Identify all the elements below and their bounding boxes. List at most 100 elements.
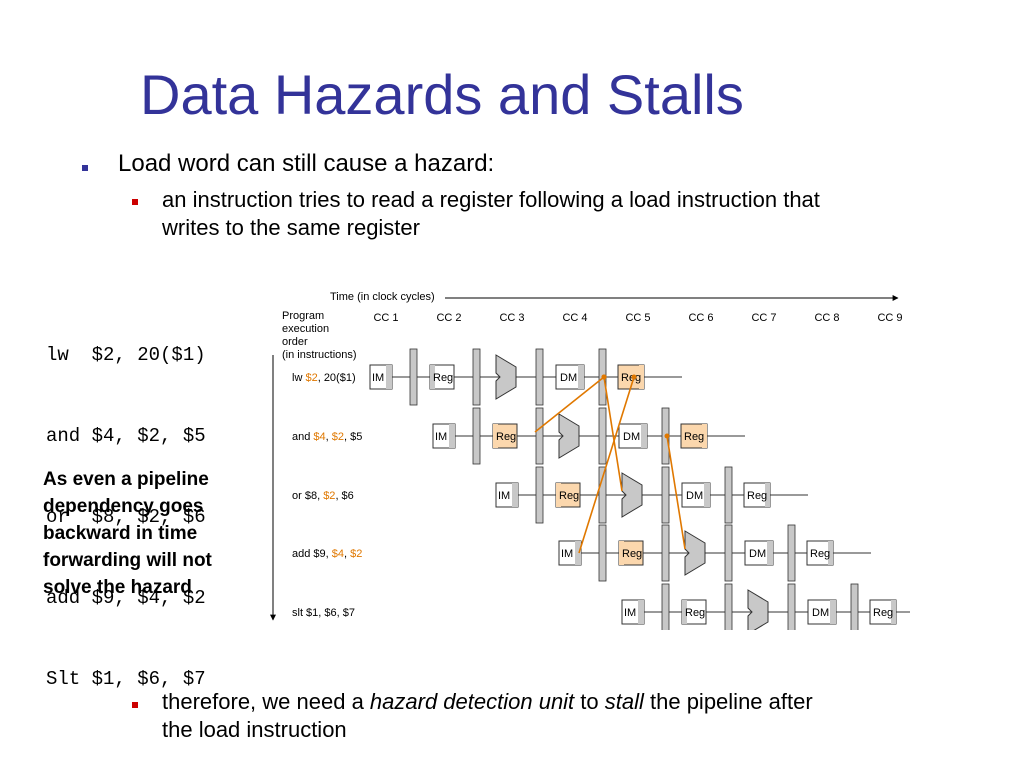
pipeline-latch: [850, 583, 859, 630]
instruction-text: and: [292, 431, 313, 443]
dm-label: DM: [623, 431, 640, 443]
im-shade: [512, 483, 518, 507]
clock-cycle-label: CC 2: [436, 312, 461, 324]
bullet-hazard-detection-unit-line2: the load instruction: [162, 717, 347, 742]
reg-write-shade: [765, 483, 770, 507]
pipeline-latch: [472, 348, 481, 406]
pipeline-latch: [787, 524, 796, 582]
bullet-marker-level2: [132, 199, 138, 205]
pipeline-latch: [535, 348, 544, 406]
pipeline-row: or $8, $2, $6: [292, 466, 808, 524]
bullet-hazard-explanation-line1: an instruction tries to read a register …: [162, 187, 820, 212]
code-line: Slt $1, $6, $7: [46, 668, 206, 690]
dependency-line: [578, 376, 635, 554]
pipeline-latch: [787, 583, 796, 630]
dependency-dot: [631, 374, 637, 380]
reg-read-label: Reg: [622, 548, 642, 560]
reg-read-label: Reg: [685, 607, 705, 619]
im-label: IM: [624, 607, 636, 619]
dm-shade: [641, 424, 647, 448]
alu-shape: [558, 413, 580, 459]
instruction-text: , $5: [344, 431, 362, 443]
alu-shape: [495, 354, 517, 400]
reg-write-label: Reg: [747, 490, 767, 502]
clock-cycle-label: CC 9: [877, 312, 902, 324]
reg-read-label: Reg: [496, 431, 516, 443]
instruction-label: slt $1, $6, $7: [292, 607, 355, 619]
pipeline-latch: [724, 466, 733, 524]
im-label: IM: [561, 548, 573, 560]
clock-cycle-label: CC 1: [373, 312, 398, 324]
pipeline-latch: [409, 348, 418, 406]
dependency-dot: [664, 433, 670, 439]
im-label: IM: [435, 431, 447, 443]
code-line: lw $2, 20($1): [46, 344, 206, 366]
pipeline-latch: [598, 466, 607, 524]
pipeline-latch: [535, 407, 544, 465]
reg-write-label: Reg: [810, 548, 830, 560]
clock-cycle-label: CC 4: [562, 312, 587, 324]
reg-write-shade: [828, 541, 833, 565]
reg-write-label: Reg: [621, 372, 641, 384]
pipeline-latch: [598, 407, 607, 465]
pipeline-latch: [661, 524, 670, 582]
clock-cycle-label: CC 6: [688, 312, 713, 324]
highlighted-register: $2: [305, 372, 317, 384]
bullet-hazard-detection-unit: therefore, we need a hazard detection un…: [162, 688, 813, 744]
reg-write-shade: [891, 600, 896, 624]
pipeline-row: and $4, $2, $5: [292, 407, 745, 465]
highlighted-register: $4: [332, 548, 344, 560]
dm-label: DM: [749, 548, 766, 560]
instruction-text: slt $1, $6, $7: [292, 607, 355, 619]
pipeline-latch: [535, 466, 544, 524]
instruction-text: , 20($1): [318, 372, 356, 384]
reg-write-shade: [702, 424, 707, 448]
alu-shape: [747, 589, 769, 630]
dependency-line: [666, 435, 686, 550]
im-shade: [386, 365, 392, 389]
note-line: backward in time: [43, 523, 198, 544]
dm-shade: [830, 600, 836, 624]
pipeline-latch: [724, 583, 733, 630]
forwarding-note: As even a pipeline dependency goes backw…: [43, 466, 212, 601]
code-line: and $4, $2, $5: [46, 425, 206, 447]
bullet-part: to: [574, 689, 605, 714]
dependency-line: [534, 376, 605, 433]
im-label: IM: [498, 490, 510, 502]
dm-shade: [704, 483, 710, 507]
reg-write-shade: [639, 365, 644, 389]
im-label: IM: [372, 372, 384, 384]
dm-label: DM: [560, 372, 577, 384]
reg-read-shade: [493, 424, 498, 448]
instruction-text: , $6: [335, 490, 353, 502]
alu-shape: [684, 530, 706, 576]
pipeline-latch: [661, 466, 670, 524]
pipeline-row: slt $1, $6, $7: [292, 583, 910, 630]
pipeline-diagram: Time (in clock cycles)Programexecutionor…: [270, 291, 910, 630]
dm-shade: [767, 541, 773, 565]
dependency-dot: [601, 374, 607, 380]
pipeline-row: add $9, $4, $2: [292, 524, 871, 582]
pipeline-latch: [472, 407, 481, 465]
highlighted-register: $2: [332, 431, 344, 443]
highlighted-register: $2: [350, 548, 362, 560]
highlighted-register: $2: [323, 490, 335, 502]
bullet-load-word-hazard: Load word can still cause a hazard:: [118, 150, 495, 177]
program-order-label: order: [282, 336, 308, 348]
instruction-label: add $9, $4, $2: [292, 548, 362, 560]
alu-shape: [621, 472, 643, 518]
reg-read-shade: [430, 365, 435, 389]
reg-read-label: Reg: [433, 372, 453, 384]
bullet-emphasis-stall: stall: [604, 689, 644, 714]
clock-cycle-label: CC 3: [499, 312, 524, 324]
instruction-text: ,: [344, 548, 350, 560]
dependency-line: [603, 376, 623, 492]
code-line: add $9, $4, $2: [46, 587, 206, 609]
reg-read-label: Reg: [559, 490, 579, 502]
pipeline-latch: [598, 524, 607, 582]
bullet-marker-level1: [82, 165, 88, 171]
code-line: or $8, $2, $6: [46, 506, 206, 528]
reg-write-label: Reg: [873, 607, 893, 619]
note-line: forwarding will not: [43, 550, 212, 571]
im-shade: [449, 424, 455, 448]
